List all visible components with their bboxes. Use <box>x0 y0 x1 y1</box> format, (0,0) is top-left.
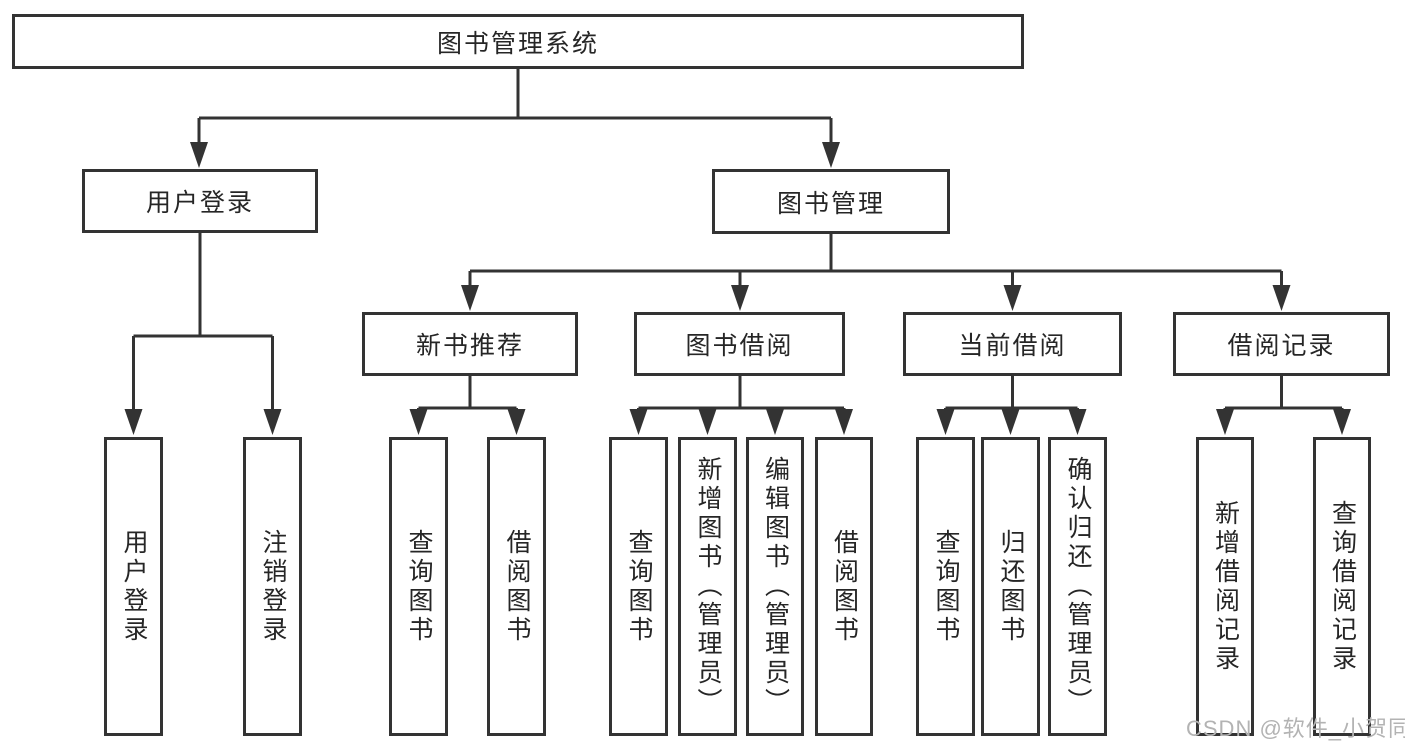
leaf-logout: 注销登录 <box>243 437 302 736</box>
leaf-return-books: 归还图书 <box>981 437 1040 736</box>
leaf-query-books-borrowing: 查询图书 <box>609 437 668 736</box>
node-new-book-recommendation: 新书推荐 <box>362 312 578 376</box>
leaf-add-books-admin: 新增图书（管理员） <box>678 437 737 736</box>
node-borrowing-records: 借阅记录 <box>1173 312 1390 376</box>
leaf-edit-books-admin: 编辑图书（管理员） <box>746 437 804 736</box>
node-book-borrowing: 图书借阅 <box>634 312 845 376</box>
leaf-query-borrowing-record: 查询借阅记录 <box>1313 437 1371 736</box>
node-root-library-management-system: 图书管理系统 <box>12 14 1024 69</box>
leaf-borrow-books-recommend: 借阅图书 <box>487 437 546 736</box>
csdn-watermark: CSDN @软件_小贺同学 <box>1186 716 1405 741</box>
node-book-management: 图书管理 <box>712 169 950 234</box>
leaf-user-login: 用户登录 <box>104 437 163 736</box>
node-user-login: 用户登录 <box>82 169 318 233</box>
arrowhead-icons <box>124 142 1351 435</box>
leaf-borrow-books-borrowing: 借阅图书 <box>815 437 873 736</box>
leaf-confirm-return-admin: 确认归还（管理员） <box>1048 437 1107 736</box>
leaf-query-books-current: 查询图书 <box>916 437 975 736</box>
node-current-borrowing: 当前借阅 <box>903 312 1122 376</box>
leaf-add-borrowing-record: 新增借阅记录 <box>1196 437 1254 736</box>
leaf-query-books-recommend: 查询图书 <box>389 437 448 736</box>
